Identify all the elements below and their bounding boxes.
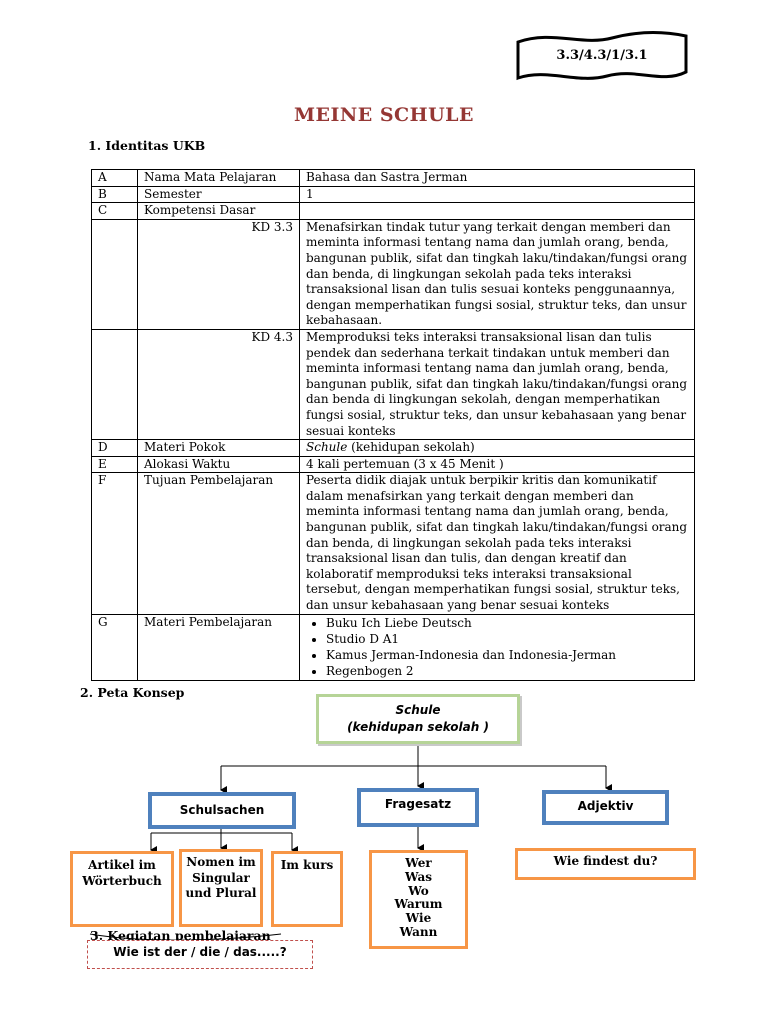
table-row: D Materi Pokok Schule (kehidupan sekolah… (91, 439, 695, 457)
row-field: Materi Pembelajaran (137, 613, 300, 681)
list-item: Regenbogen 2 (326, 663, 688, 679)
concept-root-title: Schule (395, 703, 441, 717)
question-word: Was (405, 869, 432, 884)
page-title: MEINE SCHULE (293, 104, 475, 126)
concept-root-subtitle: (kehidupan sekolah ) (347, 720, 489, 734)
section-heading-kegiatan: 3. Kegiatan pembelajaran (90, 928, 271, 943)
table-row: G Materi Pembelajaran Buku Ich Liebe Deu… (91, 613, 695, 681)
row-field: Kompetensi Dasar (137, 202, 300, 220)
nomen-line3: und Plural (185, 886, 257, 900)
question-word: Wer (405, 856, 432, 870)
row-field-kd33: KD 3.3 (137, 218, 300, 330)
imkurs-label: Im kurs (280, 858, 334, 872)
row-value-italic: Schule (306, 440, 348, 455)
row-field: Alokasi Waktu (137, 455, 300, 474)
concept-questions-box: Wer Was Wo Warum Wie Wann (369, 850, 468, 949)
concept-schulsachen-box: Schulsachen (148, 792, 296, 829)
concept-wie-findest-box: Wie findest du? (515, 848, 696, 880)
row-value-rest: (kehidupan sekolah) (347, 440, 475, 455)
row-field-kd43: KD 4.3 (137, 328, 300, 441)
concept-root-box: Schule (kehidupan sekolah ) (316, 694, 520, 744)
question-word: Warum (394, 897, 443, 912)
concept-imkurs-box: Im kurs (271, 851, 343, 927)
table-row: KD 4.3 Memproduksi teks interaksi transa… (91, 328, 695, 441)
row-value: Memproduksi teks interaksi transaksional… (299, 328, 695, 441)
list-item: Buku Ich Liebe Deutsch (326, 615, 688, 631)
question-word: Wo (408, 883, 429, 898)
table-row: F Tujuan Pembelajaran Peserta didik diaj… (91, 472, 695, 615)
concept-nomen-box: Nomen im Singular und Plural (179, 849, 263, 927)
list-item: Kamus Jerman-Indonesia dan Indonesia-Jer… (326, 647, 688, 663)
nomen-line1: Nomen im (186, 855, 256, 869)
concept-artikel-box: Artikel im Wörterbuch (70, 851, 174, 927)
question-word: Wann (399, 924, 438, 939)
wie-findest-label: Wie findest du? (553, 854, 658, 868)
row-letter: F (91, 472, 138, 615)
table-row: C Kompetensi Dasar (91, 202, 695, 220)
ukb-table: A Nama Mata Pelajaran Bahasa dan Sastra … (91, 169, 695, 681)
section-heading-peta-konsep: 2. Peta Konsep (80, 685, 185, 700)
artikel-line1: Artikel im (88, 858, 156, 872)
dashed-question-box: Wie ist der / die / das.....? (87, 940, 313, 969)
question-word: Wie (405, 911, 432, 926)
row-field: Materi Pokok (137, 439, 300, 457)
row-field: Tujuan Pembelajaran (137, 472, 300, 615)
materials-list: Buku Ich Liebe Deutsch Studio D A1 Kamus… (306, 615, 688, 679)
table-row: KD 3.3 Menafsirkan tindak tutur yang ter… (91, 218, 695, 330)
code-banner: 3.3/4.3/1/3.1 (512, 28, 692, 84)
row-field: Nama Mata Pelajaran (137, 169, 300, 187)
row-value: Buku Ich Liebe Deutsch Studio D A1 Kamus… (299, 613, 695, 681)
artikel-line2: Wörterbuch (82, 873, 162, 888)
row-value: Menafsirkan tindak tutur yang terkait de… (299, 218, 695, 330)
concept-fragesatz-box: Fragesatz (357, 788, 479, 827)
row-letter: G (91, 613, 138, 681)
row-letter (91, 328, 138, 441)
nomen-line2: Singular (192, 870, 250, 885)
code-label: 3.3/4.3/1/3.1 (556, 48, 648, 63)
row-value: Peserta didik diajak untuk berpikir krit… (299, 472, 695, 615)
list-item: Studio D A1 (326, 631, 688, 647)
concept-adjektiv-box: Adjektiv (542, 790, 669, 825)
section-heading-identitas: 1. Identitas UKB (88, 138, 206, 153)
